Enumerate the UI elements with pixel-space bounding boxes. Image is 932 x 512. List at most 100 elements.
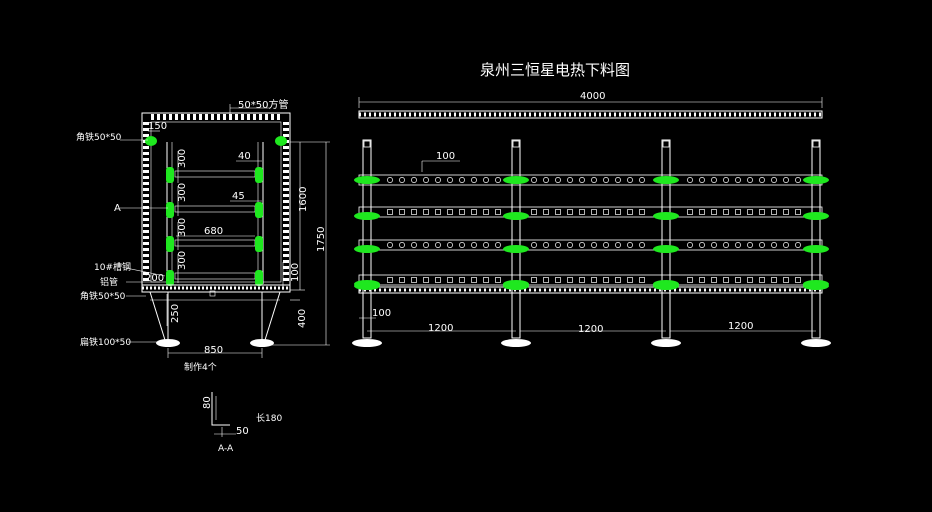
tube-hole (399, 242, 405, 248)
tube-row (358, 239, 823, 251)
tube-hole (459, 242, 465, 248)
tube-hole (423, 177, 429, 183)
tube-hole (387, 209, 393, 215)
tube-hole (747, 277, 753, 283)
tube-hole (639, 277, 645, 283)
tube-hole (531, 209, 537, 215)
insulator (653, 212, 679, 220)
tube-hole (387, 177, 393, 183)
insulator (354, 245, 380, 253)
tube-hole (615, 277, 621, 283)
tube-hole (699, 209, 705, 215)
tube-hole (639, 209, 645, 215)
tube-hole (735, 177, 741, 183)
outer-frame (141, 112, 291, 286)
tube-hole (591, 242, 597, 248)
tube-hole (495, 209, 501, 215)
dim-100: 100 (290, 263, 301, 282)
dim-spacing: 100 (436, 151, 455, 162)
tube-hole (543, 177, 549, 183)
tube-hole (447, 242, 453, 248)
tube-hole (399, 277, 405, 283)
tube-hole (723, 177, 729, 183)
insulator (354, 282, 380, 290)
dim-total: 4000 (580, 91, 605, 102)
side-view: 50*50方管 150 40 45 680 1600 1750 300 300 … (76, 98, 330, 373)
tube-hole (423, 277, 429, 283)
tube-hole (531, 242, 537, 248)
tube-hole (735, 242, 741, 248)
tube-hole (411, 242, 417, 248)
tube-hole (555, 177, 561, 183)
tube-hole (699, 242, 705, 248)
tube-hole (771, 242, 777, 248)
base-bolt (209, 290, 216, 297)
dim-300-a: 300 (177, 149, 188, 168)
label-aluminum: 铝管 (100, 276, 118, 288)
side-insulators (145, 136, 287, 286)
tube-hole (531, 277, 537, 283)
front-posts (362, 139, 821, 339)
tube-hole (567, 242, 573, 248)
insulator (503, 176, 529, 184)
insulator (653, 245, 679, 253)
tube-hole (747, 177, 753, 183)
foot-pad-left (156, 339, 180, 347)
tube-hole (555, 242, 561, 248)
tube-hole (735, 277, 741, 283)
tube-hole (627, 242, 633, 248)
tube-hole (735, 209, 741, 215)
tube-hole (387, 277, 393, 283)
tube-hole (687, 209, 693, 215)
dim-1750: 1750 (316, 227, 327, 252)
section-dim-length: 长180 (256, 412, 282, 424)
tube-hole (687, 277, 693, 283)
tube-hole (699, 177, 705, 183)
front-bottom-dim-lines (359, 317, 816, 332)
tube-hole (771, 209, 777, 215)
tube-row (358, 274, 823, 286)
tube-hole (615, 242, 621, 248)
label-angle-top: 角铁50*50 (76, 131, 122, 143)
tube-hole (603, 177, 609, 183)
legs (149, 291, 281, 341)
tube-hole (471, 277, 477, 283)
tube-hole (399, 177, 405, 183)
dim-850: 850 (204, 345, 223, 356)
dim-200: 200 (145, 273, 164, 284)
front-view: 4000 100 (352, 91, 831, 347)
insulator (803, 176, 829, 184)
side-dimension-lines (120, 104, 330, 358)
label-A: A (114, 203, 121, 214)
tube-hole (711, 209, 717, 215)
dim-250: 250 (170, 304, 181, 323)
insulator (354, 176, 380, 184)
tube-hole (447, 277, 453, 283)
tube-hole (471, 242, 477, 248)
foot-pad-right (250, 339, 274, 347)
dim-300-b: 300 (177, 183, 188, 202)
tube-hole (435, 177, 441, 183)
tube-hole (711, 277, 717, 283)
tube-hole (771, 277, 777, 283)
tube-hole (543, 277, 549, 283)
section-dim-50: 50 (236, 426, 249, 437)
tube-hole (555, 209, 561, 215)
tube-hole (423, 209, 429, 215)
tube-hole (615, 177, 621, 183)
tube-hole (783, 242, 789, 248)
tube-hole (759, 177, 765, 183)
label-flat-iron: 扁铁100*50 (80, 336, 131, 348)
tube-hole (459, 209, 465, 215)
post-bolt (662, 140, 670, 148)
section-label: A-A (218, 444, 234, 454)
insulator (503, 212, 529, 220)
post-bolt (512, 140, 520, 148)
tube-hole (483, 177, 489, 183)
tube-hole (459, 177, 465, 183)
label-channel: 10#槽钢 (94, 261, 131, 273)
tube-hole (567, 177, 573, 183)
tube-hole (723, 277, 729, 283)
tube-hole (411, 209, 417, 215)
